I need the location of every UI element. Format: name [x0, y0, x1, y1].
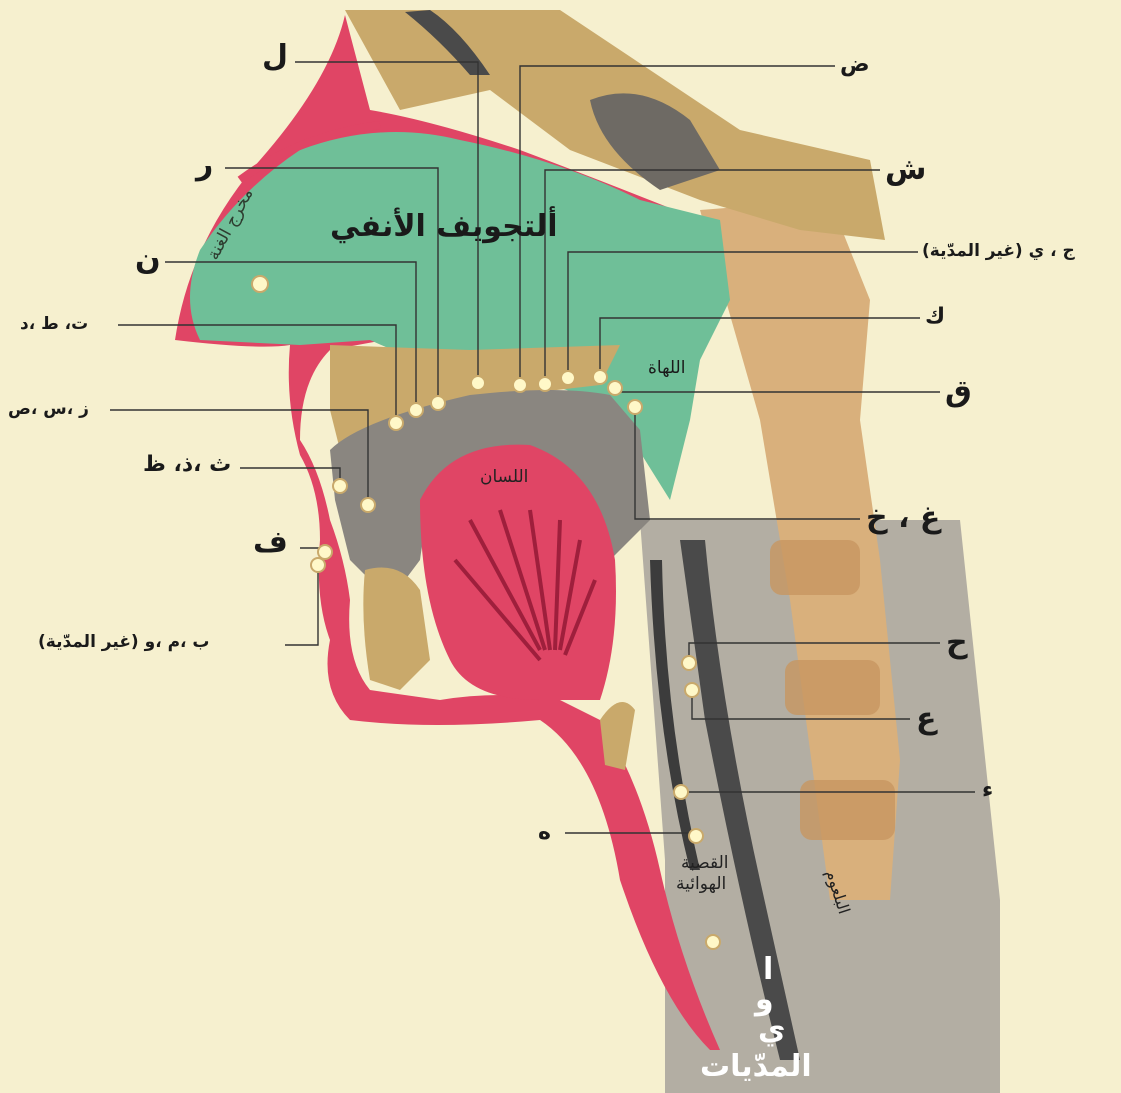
label-ha-pharyngeal: ح — [946, 628, 968, 658]
label-fa: ف — [253, 528, 288, 558]
uvula-label: اللهاة — [648, 360, 685, 377]
label-tha-dhal-zza: ث ،ذ، ظ — [143, 454, 231, 476]
label-ayn: ع — [916, 704, 937, 734]
label-ha-glottal: ه — [538, 822, 551, 844]
nasal-cavity-label: ألتجويف الأنفي — [330, 212, 558, 242]
tongue-label: اللسان — [480, 469, 528, 486]
label-kaf: ك — [925, 306, 945, 328]
label-ta-tta-dal: ت، ط ،د — [20, 316, 88, 333]
label-hamza: ء — [982, 780, 993, 802]
label-lam: ل — [262, 42, 288, 72]
epiglottis — [600, 702, 635, 770]
label-ba-mim-waw: ب ،م ،و (غير المدّية) — [38, 634, 210, 651]
vowels-title-label: المدّيات — [700, 1052, 812, 1082]
label-zay-sin-sad: ز ،س ،ص — [8, 401, 89, 418]
vowel-ya-label: ي — [758, 1015, 786, 1045]
trachea-label-line1: القصبة — [681, 855, 729, 872]
trachea-label-line2: الهوائية — [676, 876, 726, 893]
vowel-alif-label: ا — [763, 955, 773, 985]
label-jim-ya: ج ، ي (غير المدّية) — [922, 243, 1075, 260]
label-qaf: ق — [945, 377, 972, 407]
label-nun: ن — [135, 245, 161, 275]
label-dad: ض — [840, 54, 870, 76]
jaw-bone — [363, 568, 430, 691]
label-shin: ش — [885, 155, 926, 185]
label-ghayn-kha: غ ، خ — [866, 503, 940, 533]
vowel-waw-label: و — [755, 985, 774, 1015]
label-ra: ر — [196, 150, 213, 180]
